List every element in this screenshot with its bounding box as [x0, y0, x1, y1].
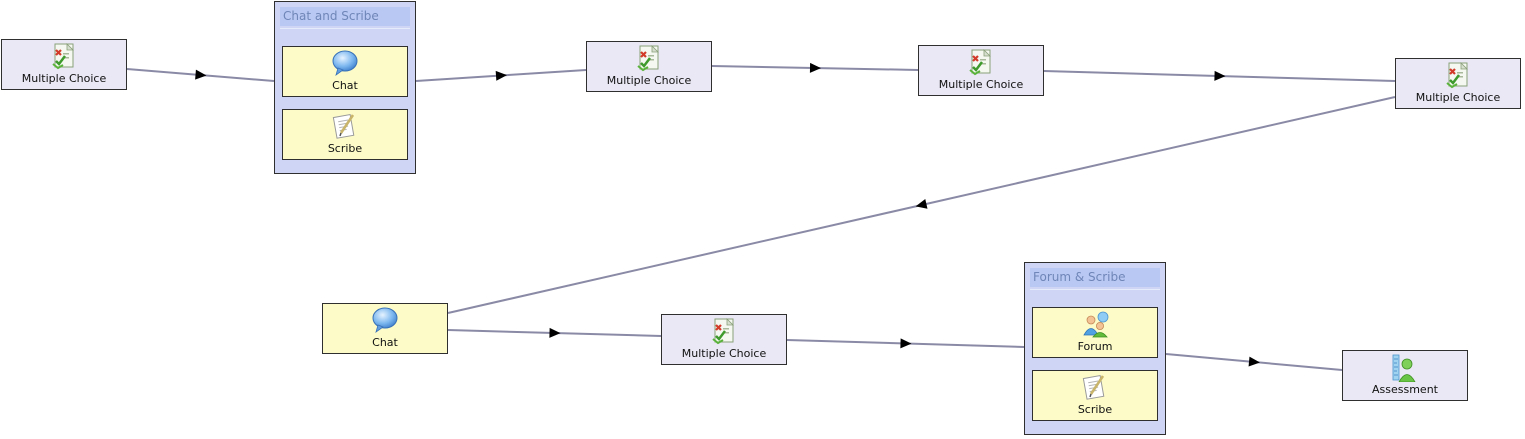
- edge-arrowhead: [495, 70, 507, 81]
- activity-multiple-choice-2[interactable]: Multiple Choice: [586, 41, 712, 92]
- multiple-choice-icon: [636, 45, 660, 72]
- forum-icon: [1083, 311, 1109, 338]
- edge-arrowhead: [915, 199, 928, 209]
- activity-label: Multiple Choice: [681, 347, 767, 360]
- chat-bubble-icon: [332, 50, 358, 76]
- edge-mc5-to-group2[interactable]: [786, 339, 1025, 348]
- activity-label: Chat: [372, 336, 398, 349]
- activity-label: Multiple Choice: [21, 72, 107, 85]
- activity-assessment[interactable]: Assessment: [1342, 350, 1468, 401]
- edge-group2-to-assess[interactable]: [1165, 353, 1343, 371]
- activity-label: Assessment: [1372, 383, 1438, 396]
- edge-mc1-to-group1[interactable]: [126, 68, 275, 82]
- activity-forum[interactable]: Forum: [1032, 307, 1158, 358]
- edge-arrowhead: [1214, 70, 1226, 81]
- activity-scribe[interactable]: Scribe: [1032, 370, 1158, 421]
- activity-chat[interactable]: Chat: [282, 46, 408, 97]
- multiple-choice-icon: [1445, 62, 1469, 89]
- assessment-icon: [1392, 354, 1416, 382]
- chat-bubble-icon: [372, 307, 398, 333]
- activity-label: Forum: [1077, 340, 1113, 353]
- group-title: Forum & Scribe: [1030, 268, 1160, 287]
- multiple-choice-icon: [51, 43, 75, 70]
- group-chat-and-scribe[interactable]: Chat and Scribe Chat Scribe: [274, 1, 416, 174]
- edge-mc4-to-chat2[interactable]: [447, 96, 1396, 314]
- multiple-choice-icon: [711, 318, 735, 345]
- multiple-choice-icon: [968, 49, 992, 76]
- activity-label: Scribe: [1077, 403, 1113, 416]
- activity-multiple-choice-3[interactable]: Multiple Choice: [918, 45, 1044, 96]
- edge-arrowhead: [1248, 356, 1260, 367]
- edge-group1-to-mc2[interactable]: [415, 69, 587, 82]
- group-title-divider: [280, 28, 410, 29]
- activity-multiple-choice-5[interactable]: Multiple Choice: [661, 314, 787, 365]
- activity-chat-2[interactable]: Chat: [322, 303, 448, 354]
- scribe-icon: [1082, 374, 1106, 401]
- group-title-divider: [1030, 289, 1160, 290]
- edge-mc3-to-mc4[interactable]: [1043, 70, 1396, 82]
- activity-multiple-choice-1[interactable]: Multiple Choice: [1, 39, 127, 90]
- activity-multiple-choice-4[interactable]: Multiple Choice: [1395, 58, 1521, 109]
- activity-label: Chat: [332, 79, 358, 92]
- activity-scribe[interactable]: Scribe: [282, 109, 408, 160]
- edge-chat2-to-mc5[interactable]: [447, 329, 662, 337]
- group-forum-and-scribe[interactable]: Forum & Scribe Forum Scribe: [1024, 262, 1166, 435]
- edge-mc2-to-mc3[interactable]: [711, 65, 919, 71]
- edge-arrowhead: [195, 69, 207, 80]
- activity-label: Multiple Choice: [938, 78, 1024, 91]
- scribe-icon: [332, 113, 356, 140]
- activity-label: Scribe: [327, 142, 363, 155]
- group-title: Chat and Scribe: [280, 7, 410, 26]
- activity-label: Multiple Choice: [606, 74, 692, 87]
- edge-arrowhead: [900, 338, 912, 349]
- edge-arrowhead: [549, 327, 561, 338]
- edge-arrowhead: [809, 62, 821, 73]
- activity-label: Multiple Choice: [1415, 91, 1501, 104]
